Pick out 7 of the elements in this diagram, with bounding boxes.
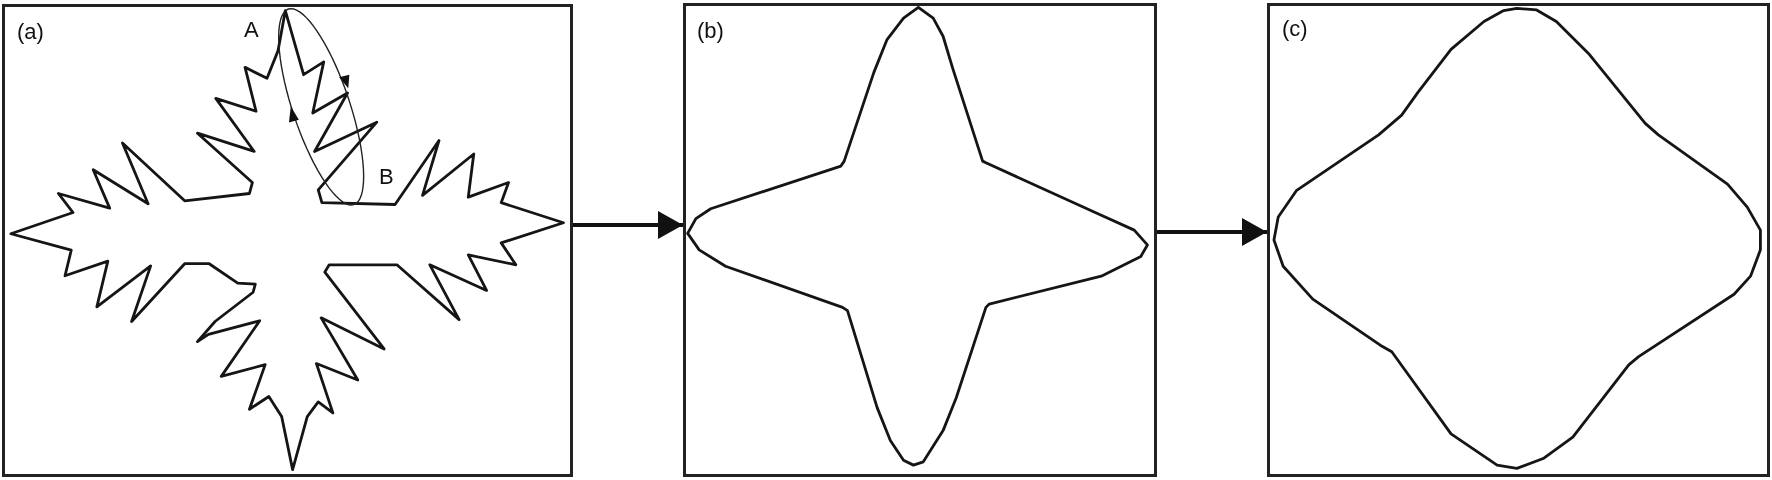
arrow [573,211,683,239]
point-label: B [379,166,394,188]
panel-label: (b) [697,20,724,42]
point-label: A [244,19,259,41]
panel-label: (c) [1282,18,1308,40]
arrow [1157,218,1267,246]
panel-label: (a) [17,21,44,43]
